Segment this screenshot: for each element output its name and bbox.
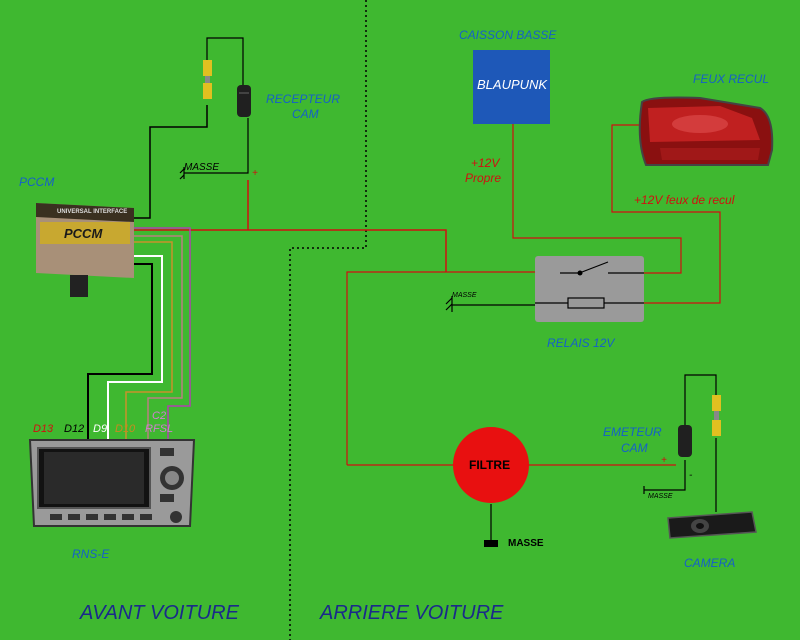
masse-recepteur-label: MASSE — [184, 162, 220, 173]
wire-d9 — [107, 255, 163, 440]
recepteur-label-1: RECEPTEUR — [266, 92, 341, 106]
pccm-label: PCCM — [19, 175, 55, 189]
wire-masse-recepteur — [184, 118, 249, 174]
pin-d9: D9 — [93, 423, 108, 435]
pccm-box-logo: PCCM — [64, 226, 103, 241]
ground-symbol-relais — [445, 296, 453, 312]
plus-recepteur-label: + — [252, 168, 258, 179]
emetteur-label-1: EMETEUR — [603, 425, 662, 439]
wire-d12 — [87, 263, 153, 440]
emetteur-module — [678, 395, 721, 457]
wire-recepteur-top — [206, 37, 244, 85]
plus12-recul-label: +12V feux de recul — [634, 193, 735, 207]
rca-connectors-front — [203, 60, 212, 99]
camera-label: CAMERA — [684, 556, 736, 570]
relais-box — [535, 256, 644, 322]
plus12-propre-label-2: Propre — [465, 171, 502, 185]
pin-rfsl: RFSL — [145, 423, 174, 435]
emetteur-label-2: CAM — [621, 441, 648, 455]
zone-rear-label: ARRIERE VOITURE — [320, 602, 504, 624]
rns-e-unit — [28, 439, 196, 527]
ground-symbol-filtre — [484, 540, 498, 547]
wire-emetteur-top — [684, 374, 717, 425]
pccm-box-top-text: UNIVERSAL INTERFACE — [57, 209, 128, 215]
pin-d12: D12 — [64, 423, 85, 435]
pin-c2: C2 — [152, 410, 167, 422]
wire-pccm-recepteur — [134, 105, 208, 219]
plus12-propre-label-1: +12V — [471, 156, 500, 170]
wire-rfsl — [134, 227, 191, 440]
filtre-circle — [453, 427, 529, 503]
caisson-basse-label: CAISSON BASSE — [459, 28, 557, 42]
wire-12v-recul — [611, 124, 721, 304]
wire-d10 — [125, 241, 173, 440]
recepteur-label-2: CAM — [292, 107, 319, 121]
caisson-basse-brand: BLAUPUNK — [477, 77, 548, 92]
wire-filtre-loop — [346, 271, 535, 465]
wire-12v-propre — [512, 124, 682, 274]
masse-emetteur-label: MASSE — [648, 493, 673, 500]
zone-divider — [289, 0, 367, 640]
pin-d10: D10 — [115, 423, 136, 435]
masse-relais-label: MASSE — [452, 292, 477, 299]
wire-c2 — [134, 235, 183, 440]
rns-e-label: RNS-E — [72, 547, 110, 561]
plus-emetteur-label: + — [661, 455, 667, 466]
caisson-basse-box — [473, 50, 550, 124]
filtre-label: FILTRE — [469, 458, 511, 472]
feux-recul-label: FEUX RECUL — [693, 72, 770, 86]
camera-image — [667, 511, 757, 539]
pccm-box — [36, 203, 134, 297]
pin-d13: D13 — [33, 423, 54, 435]
feux-recul-image — [638, 96, 774, 166]
minus-emetteur-label: - — [689, 470, 693, 481]
masse-filtre-label: MASSE — [508, 538, 544, 549]
relais-label: RELAIS 12V — [547, 336, 615, 350]
zone-front-label: AVANT VOITURE — [80, 602, 239, 624]
recepteur-module — [237, 85, 251, 117]
wire-12v-main — [134, 229, 447, 272]
wire-masse-emetteur — [644, 460, 686, 491]
ground-symbol-recepteur — [179, 167, 185, 180]
